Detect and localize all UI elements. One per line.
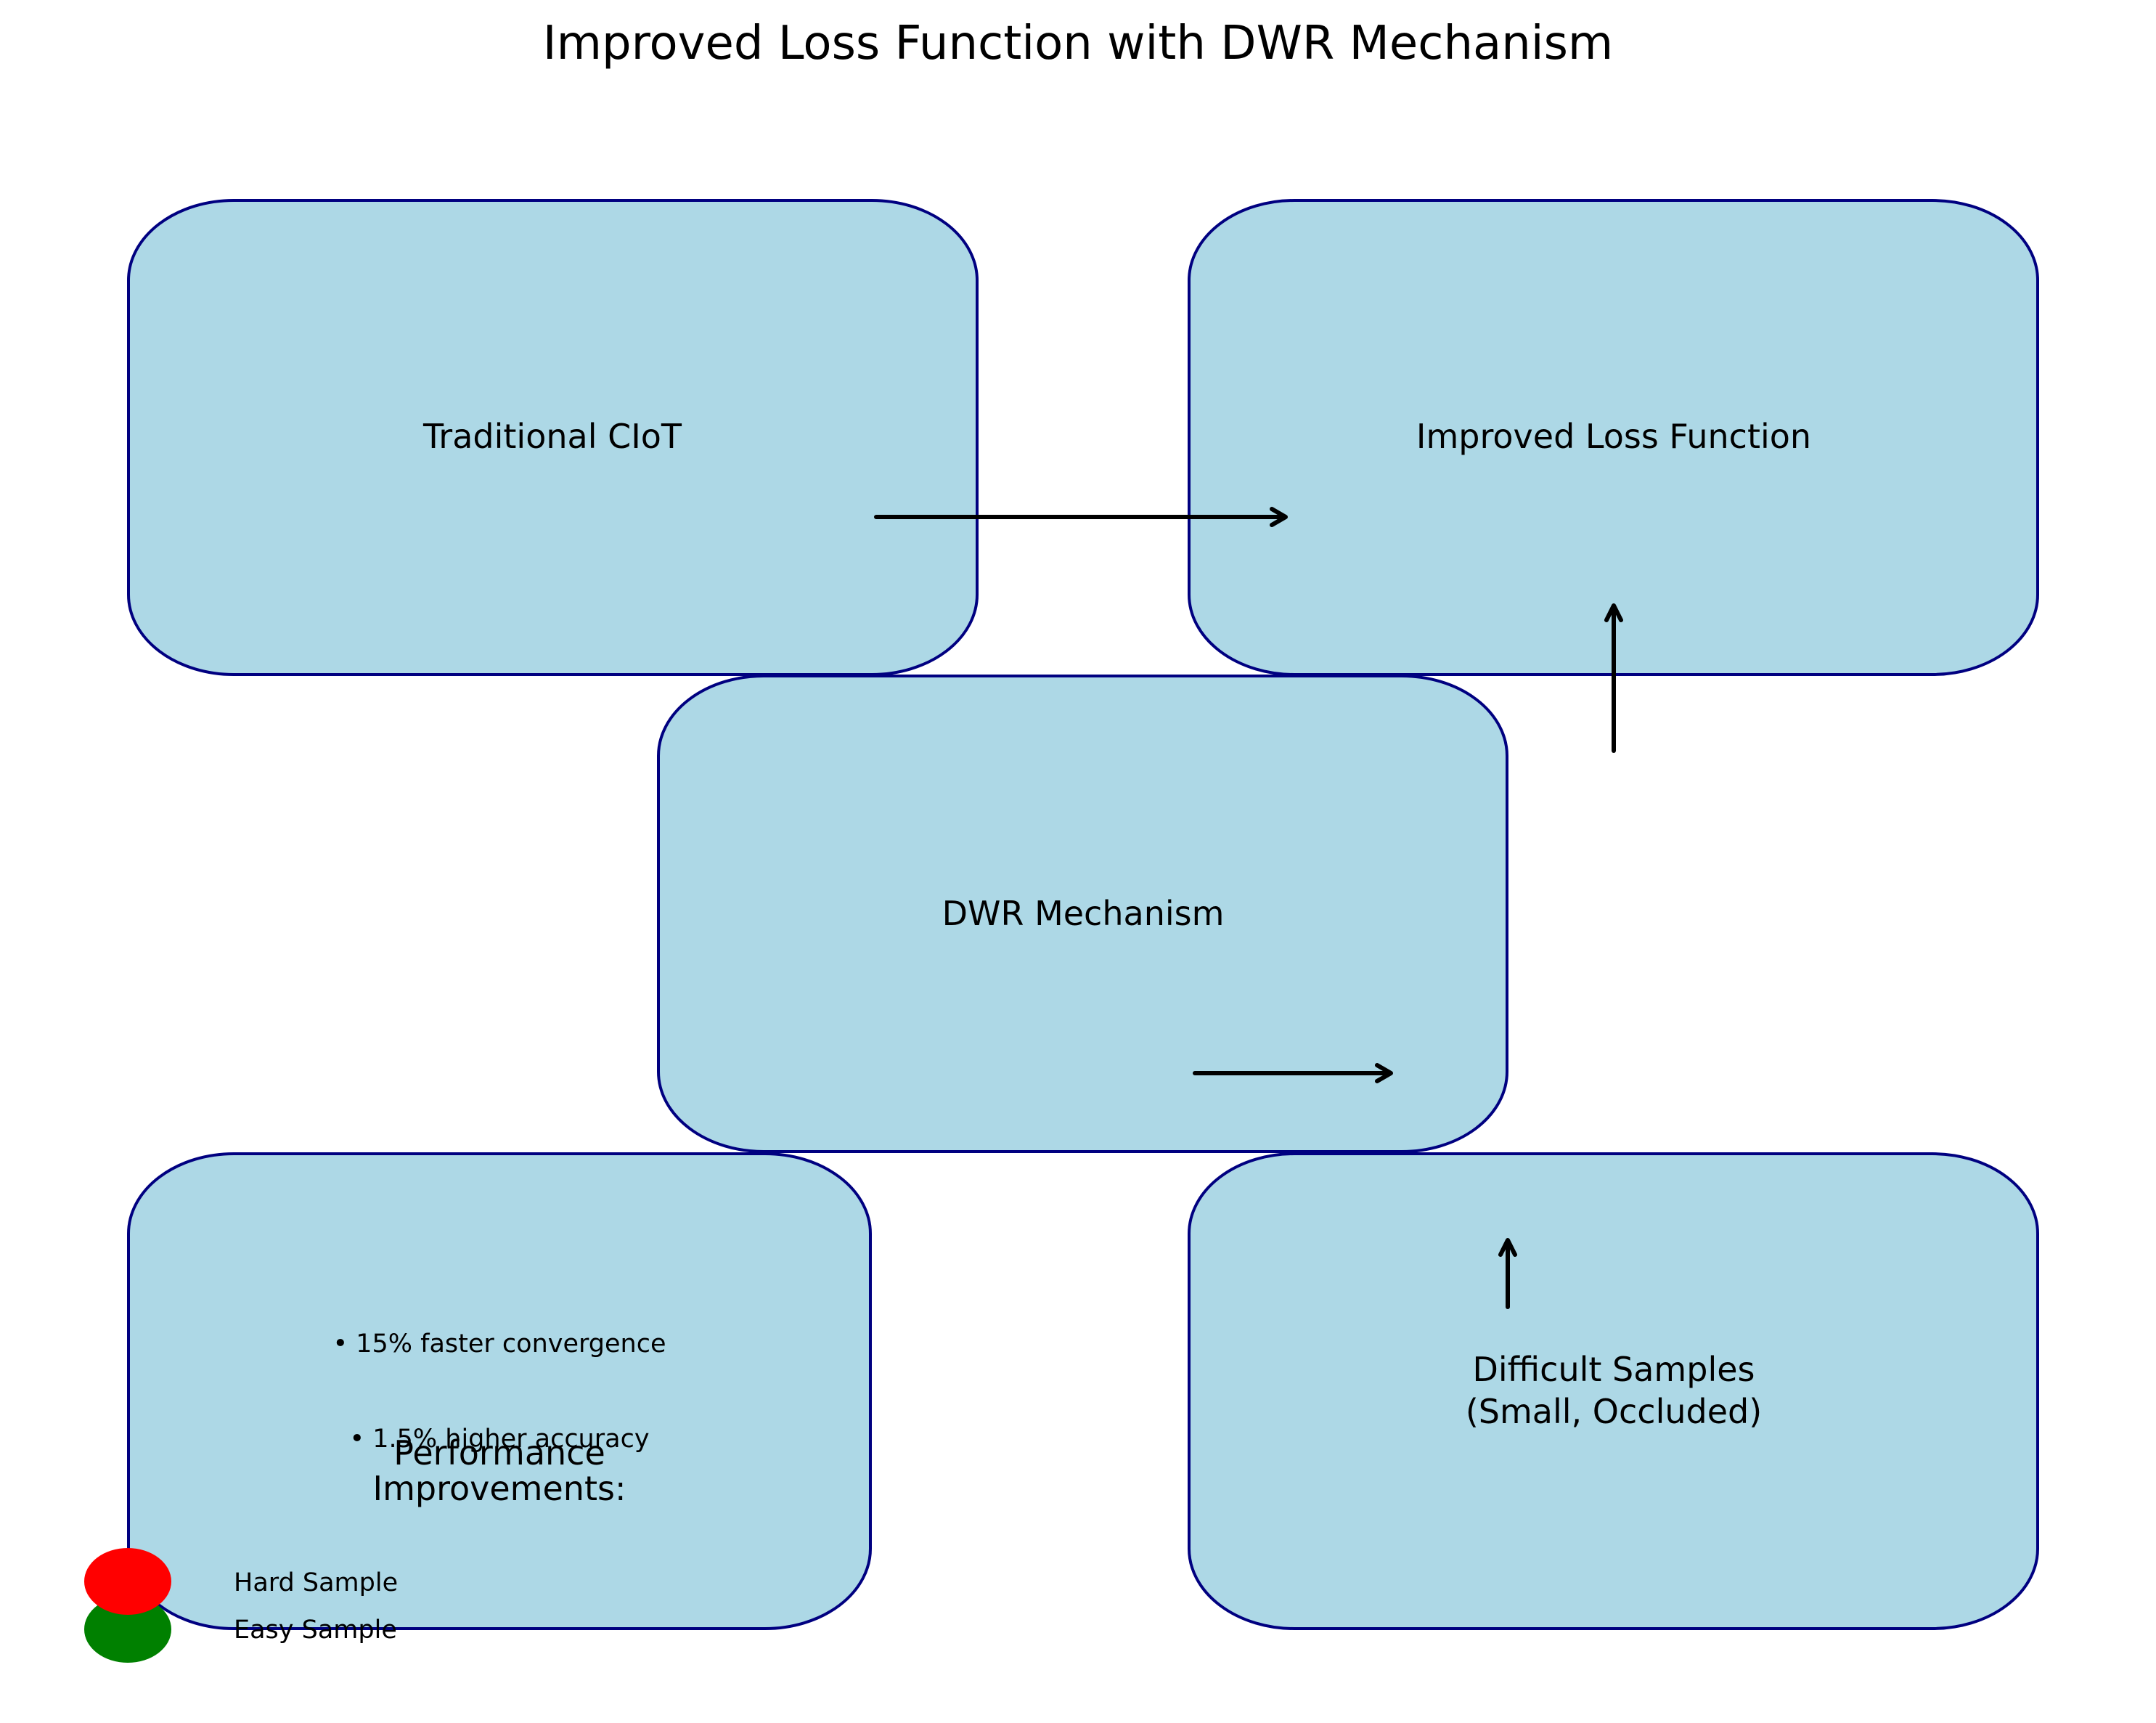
arrow-traditional-to-improved [874,507,1288,527]
box-dwr-mechanism-label: DWR Mechanism [942,894,1225,933]
metric-faster-convergence: • 15% faster convergence [332,1329,666,1359]
diagram-title: Improved Loss Function with DWR Mechanis… [543,17,1614,70]
arrow-difficult-to-dwr [1498,1238,1517,1309]
difficult-samples-line1: Difficult Samples [1472,1350,1755,1389]
box-improved-loss-function-label: Improved Loss Function [1416,417,1811,456]
box-improved-loss-function: Improved Loss Function [1188,199,2039,676]
legend-hard-marker [84,1548,171,1615]
performance-heading-line2: Improvements: [373,1469,626,1508]
box-traditional-ciot-label: Traditional CIoT [422,417,682,456]
metric-higher-accuracy: • 1.5% higher accuracy [349,1425,649,1454]
performance-heading-line1: Performance [393,1433,605,1473]
box-traditional-ciot: Traditional CIoT [127,199,979,676]
box-dwr-mechanism: DWR Mechanism [657,675,1508,1153]
legend-easy-marker [84,1596,171,1663]
box-performance-improvements: • 15% faster convergence Performance Imp… [127,1152,872,1630]
legend: Hard Sample Easy Sample [84,1548,398,1663]
difficult-samples-line2: (Small, Occluded) [1466,1392,1762,1431]
legend-easy-label: Easy Sample [234,1616,397,1645]
arrow-dwr-to-improved [1604,603,1623,753]
arrow-dwr-horizontal [1193,1063,1393,1083]
box-difficult-samples: Difficult Samples (Small, Occluded) [1188,1152,2039,1630]
legend-hard-label: Hard Sample [234,1568,398,1597]
